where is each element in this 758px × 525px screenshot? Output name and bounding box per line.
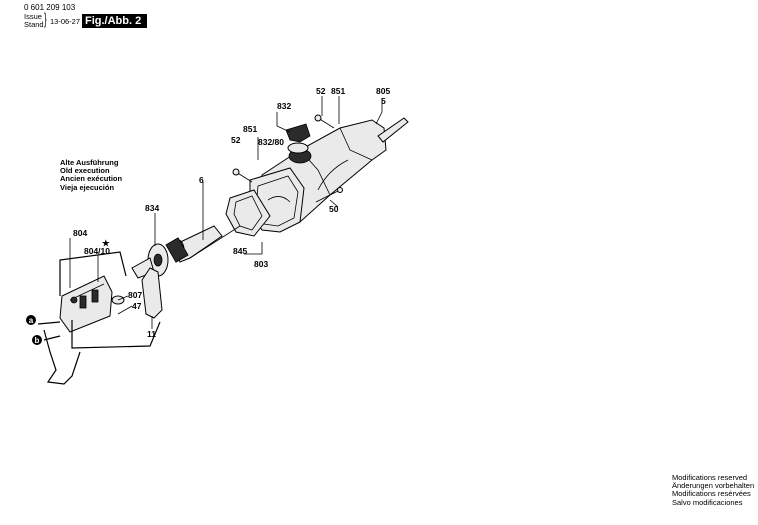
callout-834: 834	[145, 203, 159, 213]
leader-lines	[69, 96, 383, 329]
callout-6: 6	[199, 175, 204, 185]
issue-date: 13-06-27	[50, 17, 81, 26]
callout-804: 804	[73, 228, 87, 238]
old-execution-legend: Alte Ausführung Old execution Ancien exé…	[60, 158, 123, 192]
modifications-note: Modifications reserved Änderungen vorbeh…	[672, 473, 755, 507]
screw-851-top	[314, 114, 335, 129]
modifications-line-fr: Modifications resérvées	[672, 489, 751, 499]
callout-805: 805	[376, 86, 390, 96]
callout-803: 803	[254, 259, 268, 269]
modifications-line-es: Salvo modificaciones	[672, 497, 743, 507]
screw-52-left	[232, 168, 253, 183]
marker-b-label: b	[35, 336, 40, 345]
marker-a-label: a	[29, 316, 34, 325]
callout-804-10: 804/10	[84, 246, 110, 256]
gasket-845	[225, 189, 271, 237]
callout-labels: 805 5 52 851 832 851 52 832/80 6 834 50 …	[73, 86, 390, 339]
switch-804	[59, 275, 113, 333]
blade-shaft	[377, 117, 409, 143]
screw-47	[117, 305, 133, 315]
callout-851-left: 851	[243, 124, 257, 134]
knob-832	[285, 123, 311, 154]
issue-stand-label: Issue Stand	[24, 13, 44, 29]
callout-50: 50	[329, 204, 339, 214]
legend-line-en: Old execution	[60, 166, 110, 176]
star-icon: ★	[102, 238, 111, 248]
callout-832: 832	[277, 101, 291, 111]
marker-b: b	[32, 335, 42, 345]
rotor-6	[165, 225, 241, 263]
screw-50	[315, 187, 343, 203]
stand-label: Stand	[24, 20, 44, 29]
callout-5: 5	[381, 96, 386, 106]
wiring	[37, 251, 161, 385]
callout-807: 807	[128, 290, 142, 300]
callout-52-left: 52	[231, 135, 241, 145]
bracket-11	[141, 267, 163, 319]
callout-11: 11	[147, 329, 156, 339]
issue-label: Issue	[24, 12, 42, 21]
callout-47: 47	[132, 301, 142, 311]
figure-label: Fig./Abb. 2	[82, 14, 147, 28]
callout-845: 845	[233, 246, 247, 256]
part-number: 0 601 209 103	[24, 3, 76, 12]
brace-icon: }	[44, 11, 47, 28]
legend-line-de: Alte Ausführung	[60, 158, 119, 167]
legend-line-es: Vieja ejecución	[60, 182, 115, 192]
callout-52-top: 52	[316, 86, 326, 96]
legend-line-fr: Ancien exécution	[60, 174, 123, 184]
modifications-line-de: Änderungen vorbehalten	[672, 481, 755, 491]
callout-832-80: 832/80	[258, 137, 284, 147]
marker-a: a	[26, 315, 36, 325]
modifications-line-en: Modifications reserved	[672, 473, 748, 482]
callout-851-top: 851	[331, 86, 345, 96]
